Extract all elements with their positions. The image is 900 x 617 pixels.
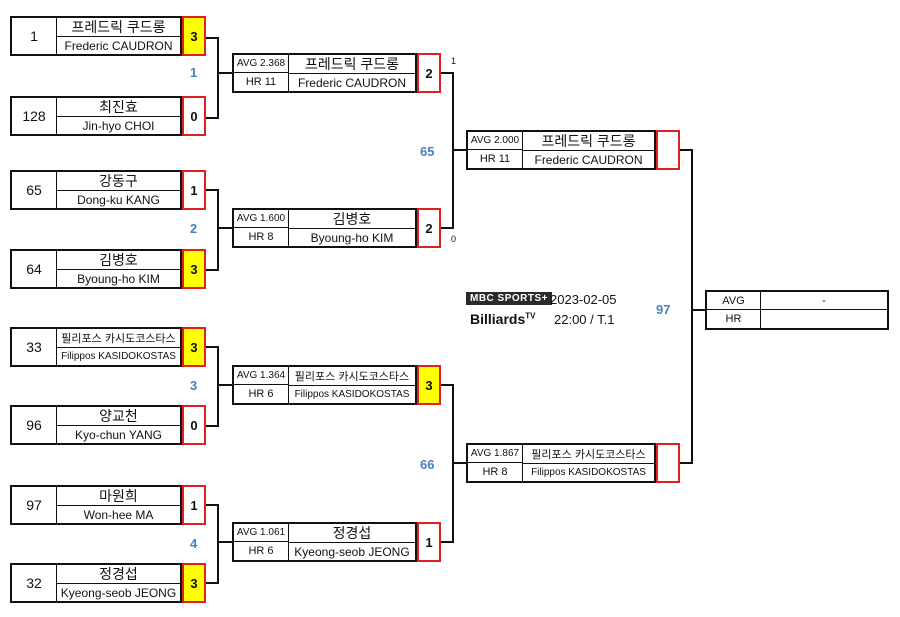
player-english-name: Dong-ku KANG [77, 192, 160, 207]
mbc-sports-logo: MBC SPORTS+ [466, 292, 553, 305]
match-number: 97 [656, 302, 671, 317]
r1-score-1: 3 [182, 16, 206, 56]
player-korean-name: 프레드릭 쿠드롱 [523, 132, 654, 151]
r1-score-4: 3 [182, 249, 206, 289]
logo-text-bottom: Billiards [470, 311, 526, 327]
player-korean-name: 프레드릭 쿠드롱 [57, 18, 180, 37]
seed-number: 65 [12, 172, 57, 208]
seed-number: 32 [12, 565, 57, 601]
avg-label: AVG 2.000 [468, 132, 523, 150]
hr-label: HR 8 [468, 463, 523, 481]
seed-number: 1 [12, 18, 57, 54]
r2-score-2: 2 [417, 208, 441, 248]
player-korean-name: 양교천 [57, 407, 180, 426]
player-english-name: Kyeong-seob JEONG [60, 585, 177, 600]
player-english-name: Byoung-ho KIM [77, 271, 160, 286]
player-english-name: Filippos KASIDOKOSTAS [531, 467, 646, 478]
seed-number: 33 [12, 329, 57, 365]
player-english-name: Byoung-ho KIM [310, 230, 394, 245]
hr-label: HR [707, 310, 761, 328]
match-number: 66 [420, 457, 435, 472]
hr-label: HR 11 [468, 150, 523, 168]
avg-label: AVG [707, 292, 761, 310]
match-number: 65 [420, 144, 435, 159]
player-english-name: Frederic CAUDRON [534, 152, 643, 167]
seed-number: 97 [12, 487, 57, 523]
match-number: 3 [190, 378, 198, 393]
r3-score-1 [656, 130, 680, 170]
player-english-name: Filippos KASIDOKOSTAS [294, 389, 410, 400]
r3-player-2: AVG 1.867 HR 8 필리포스 카시도코스타스 Filippos KAS… [466, 443, 656, 483]
hr-label: HR 8 [234, 228, 289, 246]
r2-player-2: AVG 1.600 HR 8 김병호 Byoung-ho KIM [232, 208, 417, 248]
player-korean-name: 김병호 [289, 210, 415, 229]
logo-text-top: MBC SPORTS+ [466, 292, 553, 305]
r2-player-1: AVG 2.368 HR 11 프레드릭 쿠드롱 Frederic CAUDRO… [232, 53, 417, 93]
r1-player-7: 97 마원희 Won-hee MA [10, 485, 182, 525]
r3-score-2 [656, 443, 680, 483]
player-korean-name: 정경섭 [289, 524, 415, 543]
player-korean-name: 필리포스 카시도코스타스 [523, 445, 654, 464]
r1-player-3: 65 강동구 Dong-ku KANG [10, 170, 182, 210]
r1-score-8: 3 [182, 563, 206, 603]
r1-score-5: 3 [182, 327, 206, 367]
player-english-name: Jin-hyo CHOI [82, 118, 155, 133]
player-english-name: Frederic CAUDRON [297, 75, 406, 90]
seed-number: 96 [12, 407, 57, 443]
r1-score-6: 0 [182, 405, 206, 445]
match-number: 1 [190, 65, 198, 80]
r2-score-4: 1 [417, 522, 441, 562]
player-english-name: Filippos KASIDOKOSTAS [61, 351, 176, 362]
logo-text-sup: TV [525, 311, 536, 321]
r2-score-1: 2 [417, 53, 441, 93]
tiebreak-score-top: 1 [451, 56, 457, 66]
r1-score-7: 1 [182, 485, 206, 525]
r1-player-6: 96 양교천 Kyo-chun YANG [10, 405, 182, 445]
player-korean-name: 프레드릭 쿠드롱 [289, 55, 415, 74]
player-korean-name: 정경섭 [57, 565, 180, 584]
final-winner-box: AVG HR - [705, 290, 889, 330]
player-english-name: Kyo-chun YANG [75, 427, 162, 442]
player-english-name: Kyeong-seob JEONG [294, 544, 410, 559]
match-date: 2023-02-05 [550, 292, 617, 307]
hr-value [761, 310, 887, 328]
avg-label: AVG 2.368 [234, 55, 289, 73]
r2-player-3: AVG 1.364 HR 6 필리포스 카시도코스타스 Filippos KAS… [232, 365, 417, 405]
hr-label: HR 6 [234, 385, 289, 403]
tiebreak-score-bottom: 0 [451, 234, 457, 244]
avg-label: AVG 1.600 [234, 210, 289, 228]
r1-player-4: 64 김병호 Byoung-ho KIM [10, 249, 182, 289]
r2-score-3: 3 [417, 365, 441, 405]
player-korean-name: 필리포스 카시도코스타스 [57, 329, 180, 348]
r1-player-2: 128 최진효 Jin-hyo CHOI [10, 96, 182, 136]
player-korean-name: 필리포스 카시도코스타스 [289, 367, 415, 386]
avg-value: - [761, 292, 887, 310]
match-number: 2 [190, 221, 198, 236]
seed-number: 64 [12, 251, 57, 287]
billiards-tv-logo: BilliardsTV [470, 311, 535, 327]
avg-label: AVG 1.867 [468, 445, 523, 463]
r1-player-1: 1 프레드릭 쿠드롱 Frederic CAUDRON [10, 16, 182, 56]
player-english-name: Frederic CAUDRON [64, 38, 173, 53]
r1-score-2: 0 [182, 96, 206, 136]
player-korean-name: 김병호 [57, 251, 180, 270]
seed-number: 128 [12, 98, 57, 134]
player-korean-name: 최진효 [57, 98, 180, 117]
r2-player-4: AVG 1.061 HR 6 정경섭 Kyeong-seob JEONG [232, 522, 417, 562]
hr-label: HR 6 [234, 542, 289, 560]
player-korean-name: 마원희 [57, 487, 180, 506]
avg-label: AVG 1.364 [234, 367, 289, 385]
r3-player-1: AVG 2.000 HR 11 프레드릭 쿠드롱 Frederic CAUDRO… [466, 130, 656, 170]
match-time-table: 22:00 / T.1 [554, 312, 615, 327]
hr-label: HR 11 [234, 73, 289, 91]
match-number: 4 [190, 536, 198, 551]
r1-score-3: 1 [182, 170, 206, 210]
r1-player-8: 32 정경섭 Kyeong-seob JEONG [10, 563, 182, 603]
r1-player-5: 33 필리포스 카시도코스타스 Filippos KASIDOKOSTAS [10, 327, 182, 367]
avg-label: AVG 1.061 [234, 524, 289, 542]
player-korean-name: 강동구 [57, 172, 180, 191]
player-english-name: Won-hee MA [83, 507, 154, 522]
